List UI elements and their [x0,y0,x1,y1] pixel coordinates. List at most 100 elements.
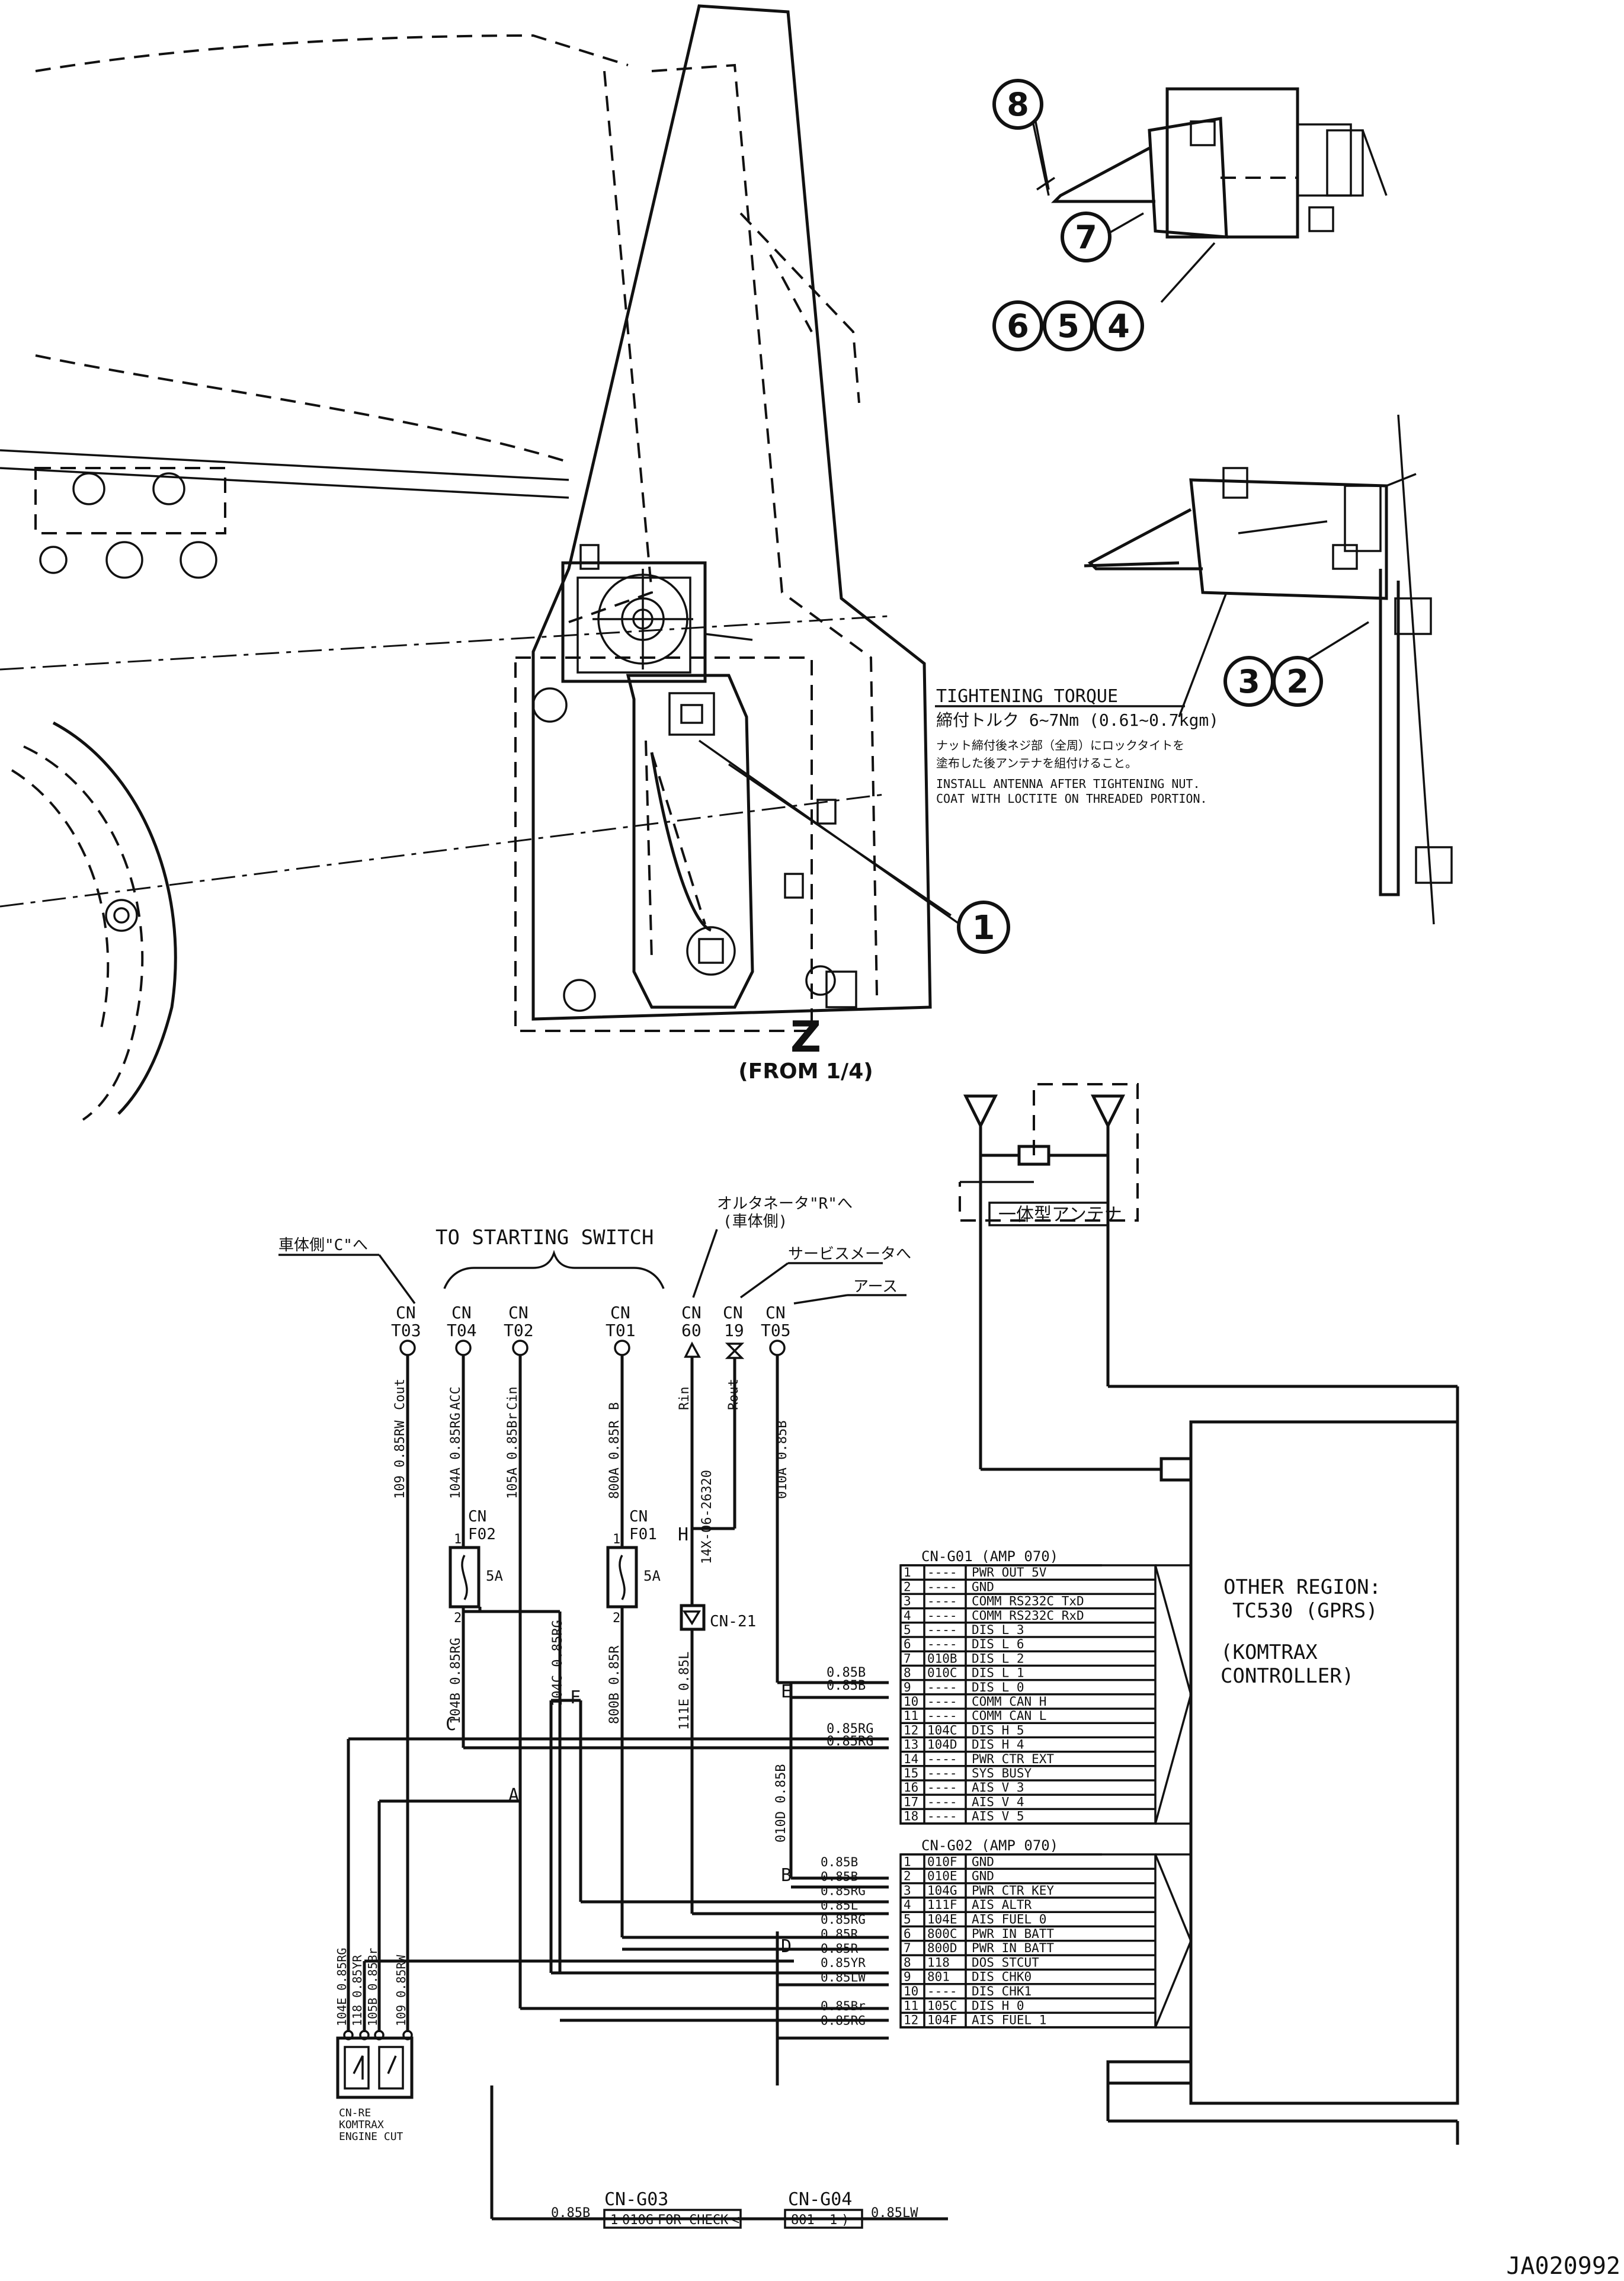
svg-text:B: B [607,1402,622,1410]
cn_g01-wire: ---- [927,1637,957,1651]
controller-line-1: OTHER REGION: [1223,1575,1381,1599]
torque-instruction-en-2: COAT WITH LOCTITE ON THREADED PORTION. [936,792,1207,806]
svg-text:CN: CN [508,1303,528,1322]
svg-text:3: 3 [1238,663,1260,700]
svg-text:CN: CN [723,1303,743,1322]
cn_g01-wire: ---- [927,1809,957,1824]
callout-3: 3 [1223,656,1274,707]
cn_g01-signal: GND [972,1580,994,1594]
cn_g01-signal: AIS V 5 [972,1809,1024,1824]
cn_g02-signal: GND [972,1854,994,1869]
svg-text:801: 801 [791,2213,815,2228]
cn_g01-signal: PWR CTR EXT [972,1752,1054,1766]
connector-t04: CN T04 104A 0.85RG ACC [447,1303,477,1499]
callout-1: 1 [957,901,1010,954]
svg-text:19: 19 [724,1321,744,1340]
cn_g01-row: 18----AIS V 5 [901,1809,1155,1825]
label-starting-switch: TO STARTING SWITCH [435,1226,654,1250]
g02-wire-note: 0.85LW [821,1970,866,1984]
svg-text:T04: T04 [447,1321,477,1340]
svg-text:5A: 5A [643,1568,661,1584]
cn_g02-signal: AIS ALTR [972,1898,1032,1912]
cn-g02-title: CN-G02 (AMP 070) [921,1837,1058,1854]
cn_g01-pin: 10 [904,1694,918,1709]
cn_g01-wire: ---- [927,1709,957,1723]
cn_g01-wire: ---- [927,1594,957,1609]
cn_g01-pin: 17 [904,1795,918,1809]
cn_g01-row: 14----PWR CTR EXT [901,1751,1155,1767]
connector-t01: CN T01 800A 0.85R B [606,1303,636,1499]
cn_g01-wire: ---- [927,1680,957,1694]
cn_g02-wire: 800D [927,1941,957,1955]
svg-text:CN: CN [765,1303,786,1322]
torque-title: TIGHTENING TORQUE [936,686,1118,707]
cn_g02-signal: GND [972,1869,994,1883]
connector-t05: CN T05 010A 0.85B [761,1303,791,1499]
cn_g01-pin: 2 [904,1580,911,1594]
callout-2: 2 [1272,656,1323,707]
cn-re-label-2: KOMTRAX [339,2119,384,2131]
cn_g01-row: 10----COMM CAN H [901,1694,1155,1710]
cn_g01-wire: ---- [927,1623,957,1637]
cn_g02-wire: 104G [927,1883,957,1898]
svg-text:5A: 5A [486,1568,503,1584]
cn_g01-wire: 010B [927,1651,957,1665]
cn_g01-wire: ---- [927,1609,957,1623]
cn_g01-signal: DIS L 0 [972,1680,1024,1694]
svg-text:1: 1 [610,2213,618,2228]
svg-text:0.85LW: 0.85LW [871,2206,918,2221]
torque-instruction-jp-1: ナット締付後ネジ部（全周）にロックタイトを [936,738,1184,752]
svg-text:2: 2 [1286,663,1309,700]
cn_g02-wire: ---- [927,1984,957,1998]
svg-text:1: 1 [972,909,995,947]
cn_g01-pin: 8 [904,1666,911,1680]
controller-line-3: (KOMTRAX [1221,1641,1318,1664]
cn_g01-pin: 6 [904,1637,911,1651]
cn_g02-signal: AIS FUEL 1 [972,2013,1046,2027]
svg-text:F02: F02 [468,1526,496,1543]
svg-text:8: 8 [1007,86,1029,123]
wiring-header: 車体側"C"へ TO STARTING SWITCH オルタネータ"R"へ (車… [278,1195,911,1305]
callout-8: 8 [992,79,1043,130]
cn_g02-signal: PWR IN BATT [972,1941,1054,1955]
cn_g02-signal: DIS H 0 [972,1998,1024,2013]
svg-text:Cout: Cout [393,1379,408,1410]
cn_g02-pin: 5 [904,1912,911,1927]
cn-g01-title: CN-G01 (AMP 070) [921,1548,1058,1565]
svg-text:010G: 010G [622,2213,654,2228]
cn_g02-signal: DOS STCUT [972,1955,1039,1969]
cn_g02-pin: 4 [904,1898,911,1912]
cn_g01-row: 17----AIS V 4 [901,1795,1155,1811]
cn_g01-signal: COMM RS232C TxD [972,1594,1084,1609]
svg-text:109 0.85RW: 109 0.85RW [394,1955,408,2026]
svg-text:T05: T05 [761,1321,791,1340]
cn_g01-wire: 010C [927,1666,957,1680]
left-hardware-cluster [34,467,226,932]
connector-cn21: CN-21 111E 0.85L 14X-06-26320 [677,1470,756,1730]
cn_g01-row: 3----COMM RS232C TxD [901,1594,1155,1610]
svg-text:2: 2 [613,1611,620,1626]
cn_g01-row: 9----DIS L 0 [901,1680,1155,1696]
cn_g02-signal: AIS FUEL 0 [972,1912,1046,1927]
cn_g02-pin: 2 [904,1869,911,1883]
cn_g02-wire: 105C [927,1998,957,2013]
node-h: H [678,1524,688,1545]
g02-wire-note: 0.85RG [821,1884,866,1898]
svg-text:109 0.85RW: 109 0.85RW [393,1420,408,1499]
cn_g01-row: 5----DIS L 3 [901,1622,1155,1638]
cn_g01-row: 2----GND [901,1580,1155,1596]
svg-text:1: 1 [613,1532,620,1547]
cn_g01-wire: 104D [927,1738,957,1752]
cn_g01-pin: 15 [904,1766,918,1780]
svg-text:118 0.85YR: 118 0.85YR [350,1955,364,2026]
svg-text:104B 0.85RG: 104B 0.85RG [449,1638,463,1724]
svg-text:800B 0.85R: 800B 0.85R [607,1645,622,1724]
